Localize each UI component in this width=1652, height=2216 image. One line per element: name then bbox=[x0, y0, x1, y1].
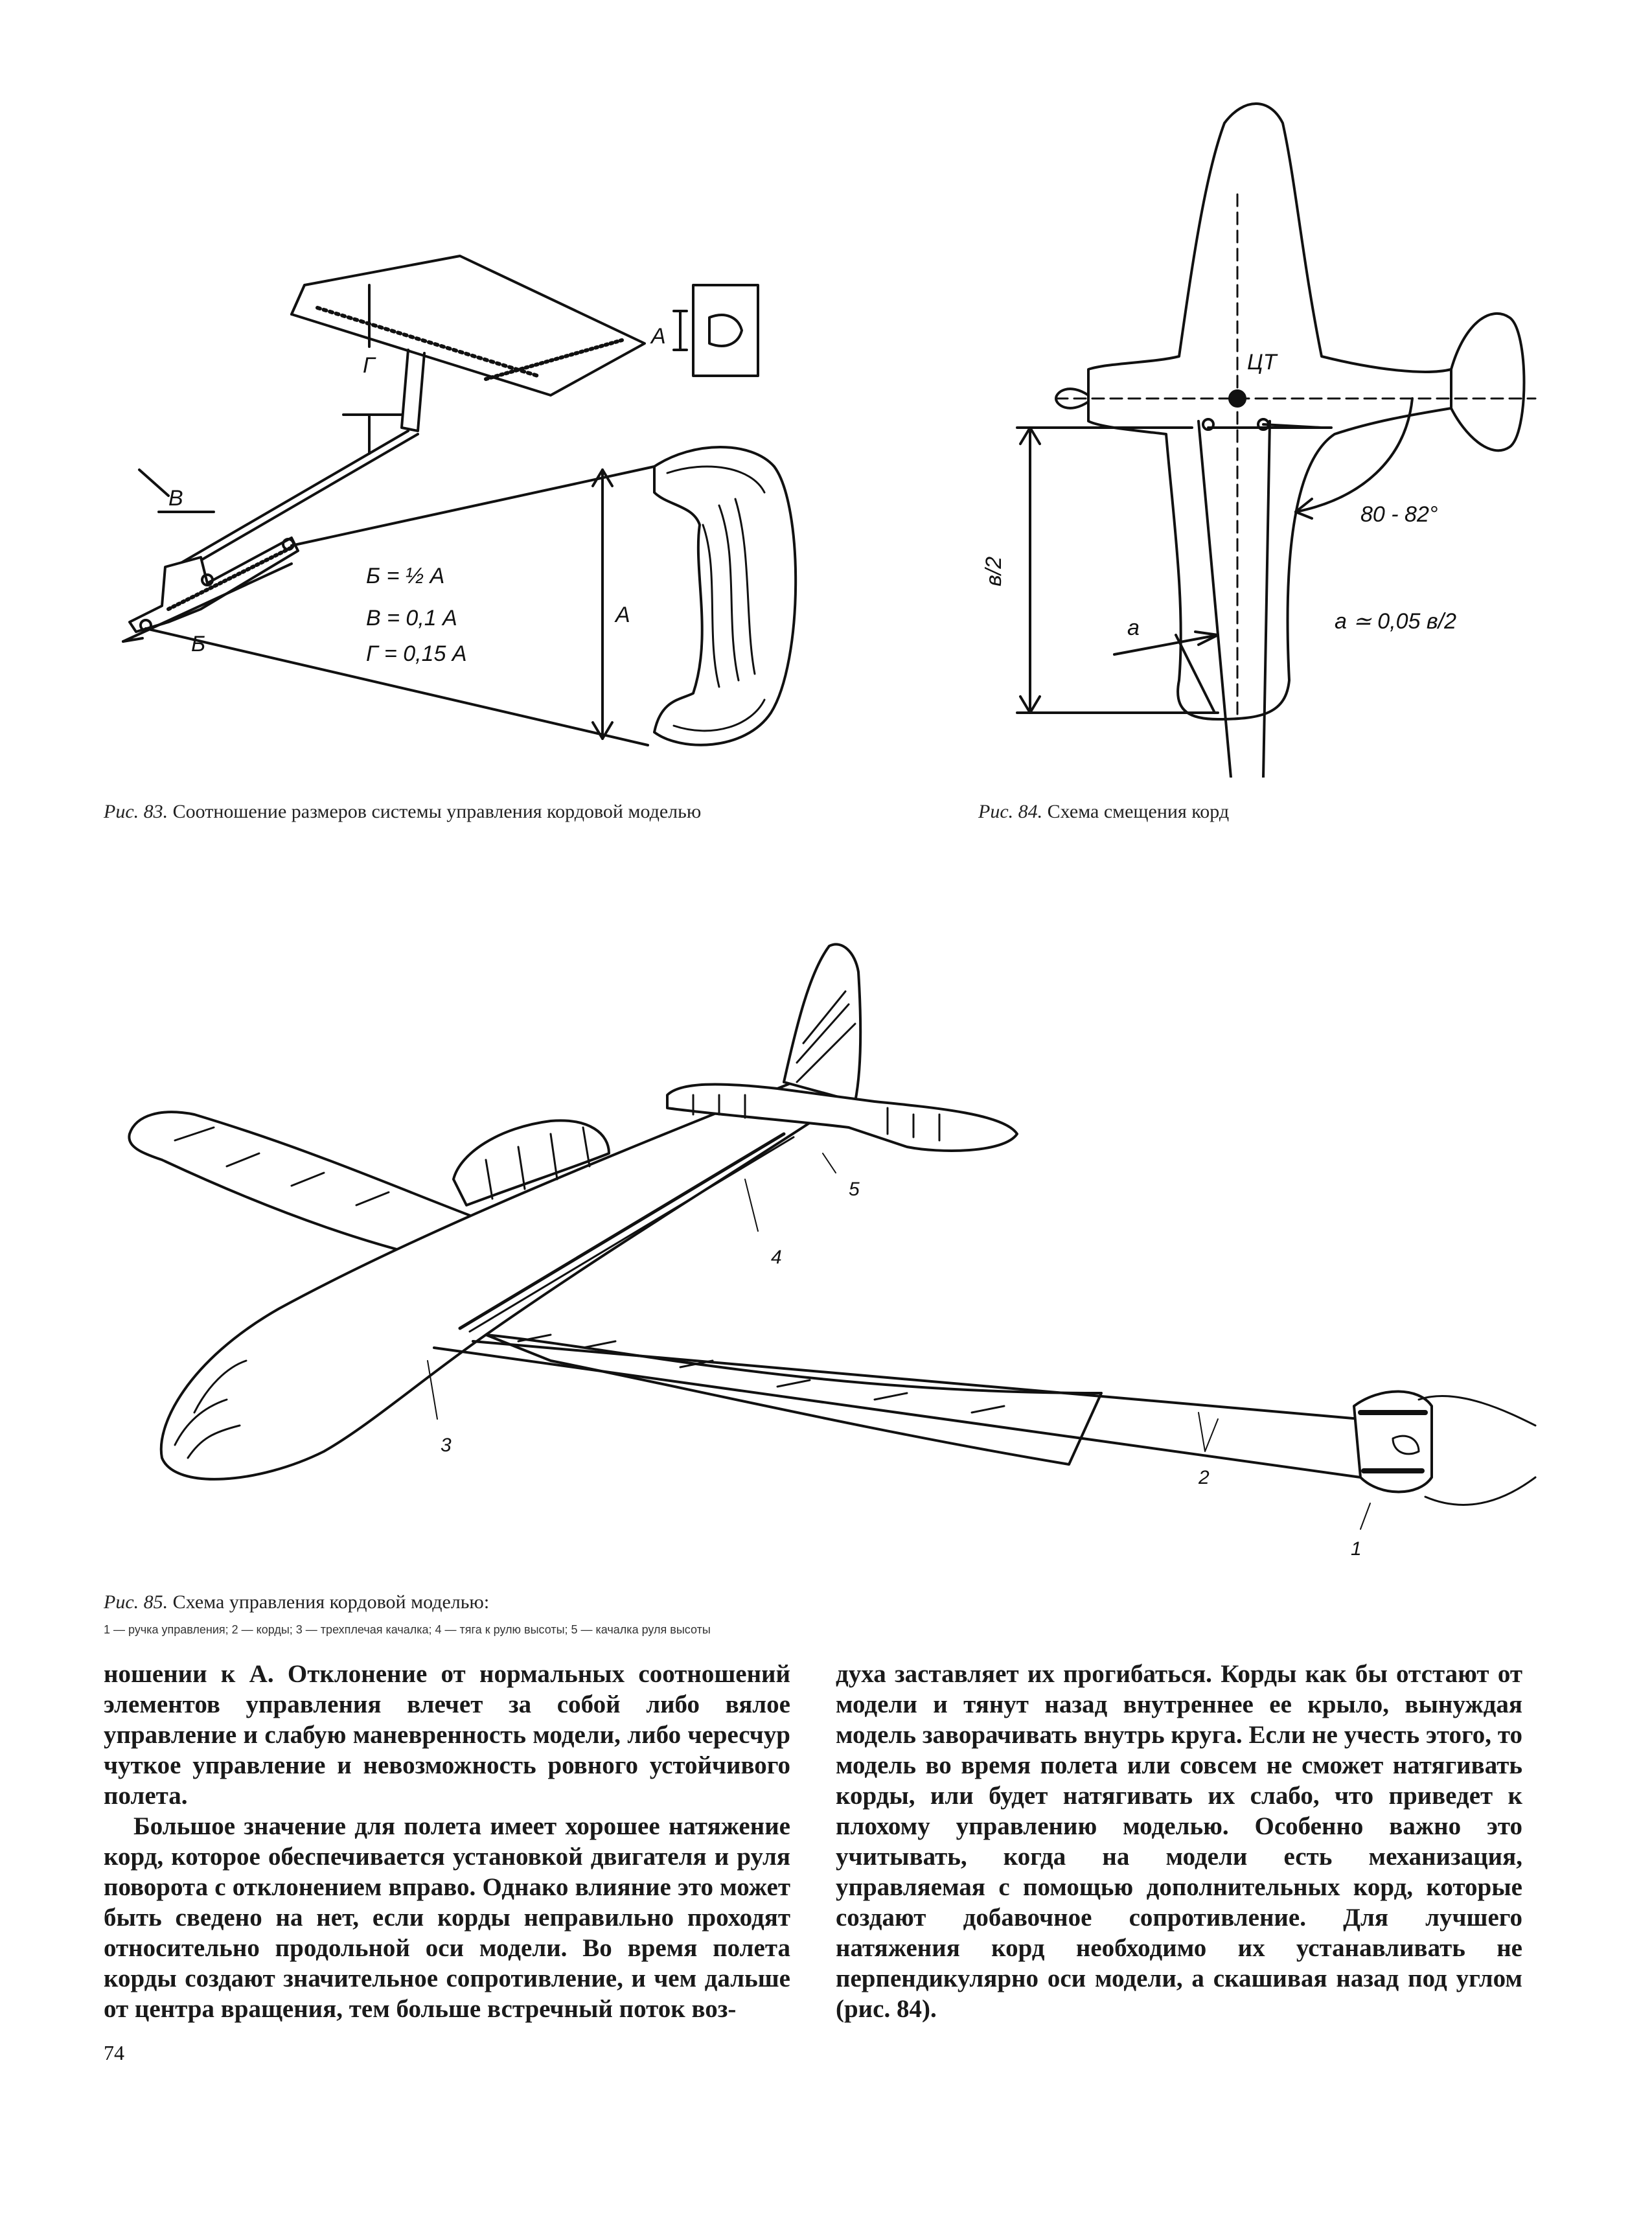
label-b: Б bbox=[191, 632, 205, 656]
figure-85-drawing: 4 5 3 2 1 bbox=[97, 894, 1555, 1613]
page-number: 74 bbox=[104, 2041, 124, 2064]
label-formula: a ≃ 0,05 в/2 bbox=[1335, 609, 1456, 634]
callout-2: 2 bbox=[1198, 1467, 1210, 1488]
right-wing bbox=[485, 1333, 1103, 1466]
label-v: В bbox=[168, 486, 183, 511]
figure-84-number: Рис. 84. bbox=[978, 801, 1043, 822]
paragraph-right-1: духа заставляет их прогибаться. Корды ка… bbox=[836, 1660, 1522, 2023]
figure-83-caption: Рис. 83. Соотношение размеров системы уп… bbox=[104, 800, 816, 824]
figure-85-number: Рис. 85. bbox=[104, 1591, 168, 1613]
label-angle: 80 - 82° bbox=[1360, 502, 1438, 527]
control-line-lower bbox=[433, 1346, 1362, 1479]
figure-84-drawing: ЦТ 80 - 82° a в/2 a ≃ 0,05 в/2 bbox=[959, 97, 1542, 779]
paragraph-left-2: Большое значение для полета имеет хороше… bbox=[104, 1812, 790, 2023]
label-a-small: А bbox=[650, 324, 666, 349]
control-line-upper bbox=[472, 1340, 1362, 1420]
figure-84-caption-text: Схема смещения корд bbox=[1047, 801, 1230, 822]
elevator-surface bbox=[290, 255, 646, 397]
label-a-offset: a bbox=[1127, 616, 1140, 640]
hand bbox=[1417, 1395, 1537, 1506]
figure-83-drawing: Г А В Б А Б = ½ А В = 0,1 А Г = 0,15 А bbox=[97, 246, 823, 752]
stabilizer bbox=[666, 1083, 1018, 1152]
figure-85-caption: Рис. 85. Схема управления кордовой модел… bbox=[104, 1591, 1529, 1614]
formula-b: Б = ½ А bbox=[366, 564, 444, 588]
canopy bbox=[452, 1119, 610, 1206]
callout-1: 1 bbox=[1351, 1538, 1362, 1560]
fin bbox=[783, 943, 862, 1103]
label-a-handle: А bbox=[614, 603, 630, 627]
callout-5: 5 bbox=[849, 1179, 860, 1200]
small-handle bbox=[692, 284, 759, 377]
label-half-b: в/2 bbox=[981, 557, 1006, 586]
text-column-left: ношении к А. Отклонение от нормальных со… bbox=[104, 1659, 790, 2024]
figure-85-caption-text: Схема управления кордовой моделью: bbox=[172, 1591, 490, 1613]
formula-v: В = 0,1 А bbox=[366, 606, 457, 630]
figure-85-legend: 1 — ручка управления; 2 — корды; 3 — тре… bbox=[104, 1623, 711, 1636]
label-g: Г bbox=[363, 353, 376, 378]
push-rod-85 bbox=[458, 1132, 786, 1330]
callout-3: 3 bbox=[441, 1435, 452, 1456]
text-column-right: духа заставляет их прогибаться. Корды ка… bbox=[836, 1659, 1522, 2024]
label-ct: ЦТ bbox=[1247, 350, 1278, 375]
paragraph-left-1: ношении к А. Отклонение от нормальных со… bbox=[104, 1660, 790, 1810]
figure-83-number: Рис. 83. bbox=[104, 801, 168, 822]
handle-body bbox=[653, 446, 797, 746]
figure-83-caption-text: Соотношение размеров системы управления … bbox=[172, 801, 702, 822]
figure-84-caption: Рис. 84. Схема смещения корд bbox=[978, 800, 1497, 824]
callout-4: 4 bbox=[771, 1247, 782, 1268]
formula-g: Г = 0,15 А bbox=[366, 641, 467, 666]
airplane-outline bbox=[1087, 102, 1452, 721]
